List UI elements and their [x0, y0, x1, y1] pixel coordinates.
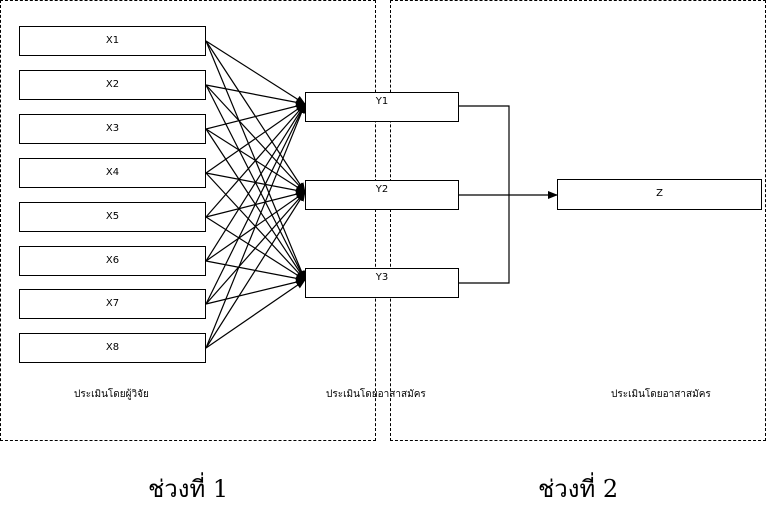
edge-x7-to-y2	[205, 191, 306, 305]
input-node-x8: X8	[19, 333, 206, 363]
edge-x8-to-y3	[205, 279, 306, 349]
output-node-z: Z	[557, 179, 762, 210]
edge-x6-to-y1	[205, 103, 306, 262]
input-node-x3: X3	[19, 114, 206, 144]
edge-x1-to-y1	[205, 40, 306, 105]
edge-x3-to-y1	[205, 102, 306, 130]
phase-2-label: ช่วงที่ 2	[538, 475, 619, 503]
middle-node-y3: Y3	[305, 268, 459, 298]
phase-1-region	[0, 0, 376, 441]
input-node-x5: X5	[19, 202, 206, 232]
caption-researcher: ประเมินโดยผู้วิจัย	[74, 389, 149, 400]
phase-1-label: ช่วงที่ 1	[148, 475, 229, 503]
edge-x2-to-y1	[205, 84, 306, 107]
edge-x7-to-y1	[205, 103, 306, 305]
input-node-x7: X7	[19, 289, 206, 319]
middle-node-y2: Y2	[305, 180, 459, 210]
caption-volunteer-phase-1: ประเมินโดยอาสาสมัคร	[326, 389, 426, 400]
y-to-z-connector	[459, 105, 558, 284]
edge-x4-to-y1	[205, 103, 306, 174]
input-node-x1: X1	[19, 26, 206, 56]
edge-x8-to-y1	[205, 103, 306, 349]
edge-x5-to-y1	[205, 103, 306, 218]
edge-x8-to-y2	[205, 191, 306, 349]
input-node-x6: X6	[19, 246, 206, 276]
input-node-x4: X4	[19, 158, 206, 188]
caption-volunteer-phase-2: ประเมินโดยอาสาสมัคร	[611, 389, 711, 400]
middle-node-y1: Y1	[305, 92, 459, 122]
input-node-x2: X2	[19, 70, 206, 100]
edge-x7-to-y3	[205, 278, 306, 305]
